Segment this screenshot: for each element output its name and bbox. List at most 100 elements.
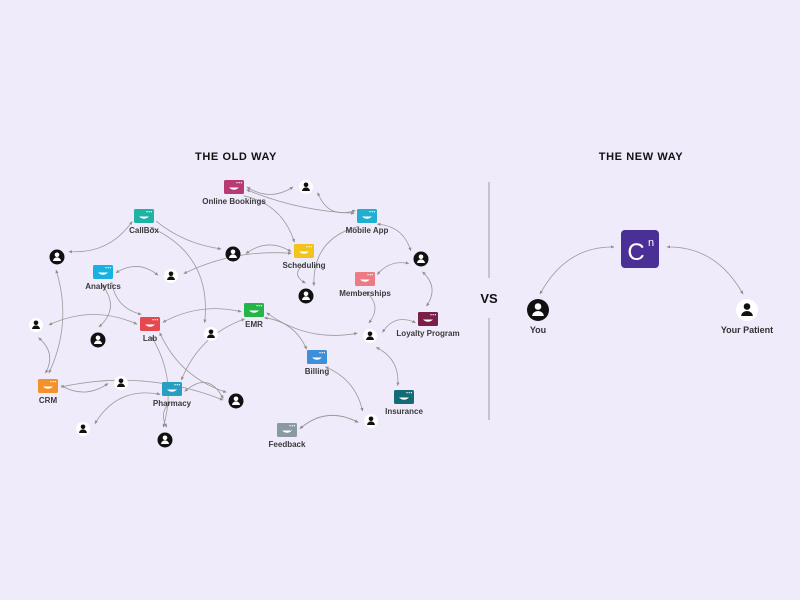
system-label: Billing — [305, 367, 330, 376]
system-insurance: Insurance — [385, 390, 423, 416]
old-way-title: THE OLD WAY — [195, 151, 277, 163]
connection-arrow — [181, 318, 245, 381]
system-label: Mobile App — [346, 226, 389, 235]
person-icon — [413, 251, 429, 267]
person-icon — [76, 422, 90, 436]
connection-arrow — [264, 316, 307, 350]
you-node: You — [527, 299, 549, 335]
connection-arrow — [325, 366, 364, 412]
platform-logo: C n — [621, 230, 659, 268]
platform-to-patient-arrow — [666, 245, 744, 295]
connection-arrow — [38, 337, 51, 374]
system-label: CRM — [39, 396, 58, 405]
vs-label: VS — [480, 291, 498, 306]
connection-arrow — [312, 225, 360, 287]
connection-arrow — [60, 379, 224, 401]
system-label: Insurance — [385, 407, 423, 416]
system-mobile-app: Mobile App — [346, 209, 389, 235]
connection-arrow — [60, 383, 109, 393]
connection-arrow — [266, 312, 358, 336]
old-way-people — [29, 180, 429, 448]
connection-arrow — [422, 271, 433, 307]
system-loyalty-program: Loyalty Program — [396, 312, 460, 338]
system-crm: CRM — [38, 379, 58, 405]
person-icon — [157, 432, 173, 448]
connection-arrow — [155, 220, 222, 251]
system-label: Analytics — [85, 282, 121, 291]
system-label: EMR — [245, 320, 263, 329]
person-icon — [225, 246, 241, 262]
person-icon — [299, 180, 313, 194]
connection-arrow — [243, 195, 295, 243]
person-icon — [298, 288, 314, 304]
connection-arrow — [115, 266, 159, 276]
system-label: Memberships — [339, 289, 391, 298]
system-label: Pharmacy — [153, 399, 192, 408]
connection-arrow — [365, 291, 376, 324]
connection-arrow — [48, 269, 64, 374]
you-label: You — [530, 325, 546, 335]
logo-superscript: n — [648, 237, 654, 249]
app-window-icon — [418, 312, 438, 326]
system-billing: Billing — [305, 350, 330, 376]
system-label: Feedback — [269, 440, 306, 449]
app-window-icon — [277, 423, 297, 437]
app-window-icon — [357, 209, 377, 223]
connection-arrow — [246, 189, 355, 215]
connection-arrow — [98, 284, 111, 328]
system-analytics: Analytics — [85, 265, 121, 291]
person-icon — [204, 327, 218, 341]
you-person-icon — [527, 299, 549, 321]
your-patient-node: Your Patient — [721, 299, 773, 335]
system-label: Online Bookings — [202, 197, 266, 206]
system-label: Loyalty Program — [396, 329, 459, 338]
connection-arrow — [162, 308, 242, 323]
connection-arrow — [376, 261, 410, 275]
app-window-icon — [38, 379, 58, 393]
system-feedback: Feedback — [269, 423, 306, 449]
new-way-title: THE NEW WAY — [599, 151, 683, 163]
system-label: Lab — [143, 334, 157, 343]
person-icon — [364, 414, 378, 428]
app-window-icon — [162, 382, 182, 396]
connection-arrow — [299, 414, 359, 429]
system-emr: EMR — [244, 303, 264, 329]
app-window-icon — [294, 244, 314, 258]
system-scheduling: Scheduling — [282, 244, 326, 270]
logo-letter: C — [627, 239, 644, 266]
system-online-bookings: Online Bookings — [202, 180, 266, 206]
your-patient-label: Your Patient — [721, 325, 773, 335]
person-icon — [228, 393, 244, 409]
connection-arrow — [163, 401, 171, 428]
app-window-icon — [244, 303, 264, 317]
connection-arrow — [111, 281, 142, 316]
patient-person-icon — [736, 299, 758, 321]
app-window-icon — [93, 265, 113, 279]
new-way-connections — [539, 245, 744, 295]
person-icon — [363, 329, 377, 343]
old-way-connections — [38, 186, 433, 429]
system-callbox: CallBox — [129, 209, 159, 235]
person-icon — [29, 318, 43, 332]
you-to-platform-arrow — [539, 245, 615, 295]
person-icon — [90, 332, 106, 348]
app-window-icon — [394, 390, 414, 404]
system-label: CallBox — [129, 226, 159, 235]
app-window-icon — [134, 209, 154, 223]
connection-arrow — [94, 392, 161, 425]
connection-arrow — [246, 186, 294, 195]
connection-arrow — [317, 192, 356, 214]
person-icon — [49, 249, 65, 265]
system-pharmacy: Pharmacy — [153, 382, 192, 408]
connection-arrow — [48, 314, 138, 326]
system-label: Scheduling — [282, 261, 325, 270]
app-window-icon — [224, 180, 244, 194]
connection-arrow — [375, 347, 400, 386]
person-icon — [164, 269, 178, 283]
system-lab: Lab — [140, 317, 160, 343]
connection-arrow — [245, 244, 292, 254]
app-window-icon — [355, 272, 375, 286]
